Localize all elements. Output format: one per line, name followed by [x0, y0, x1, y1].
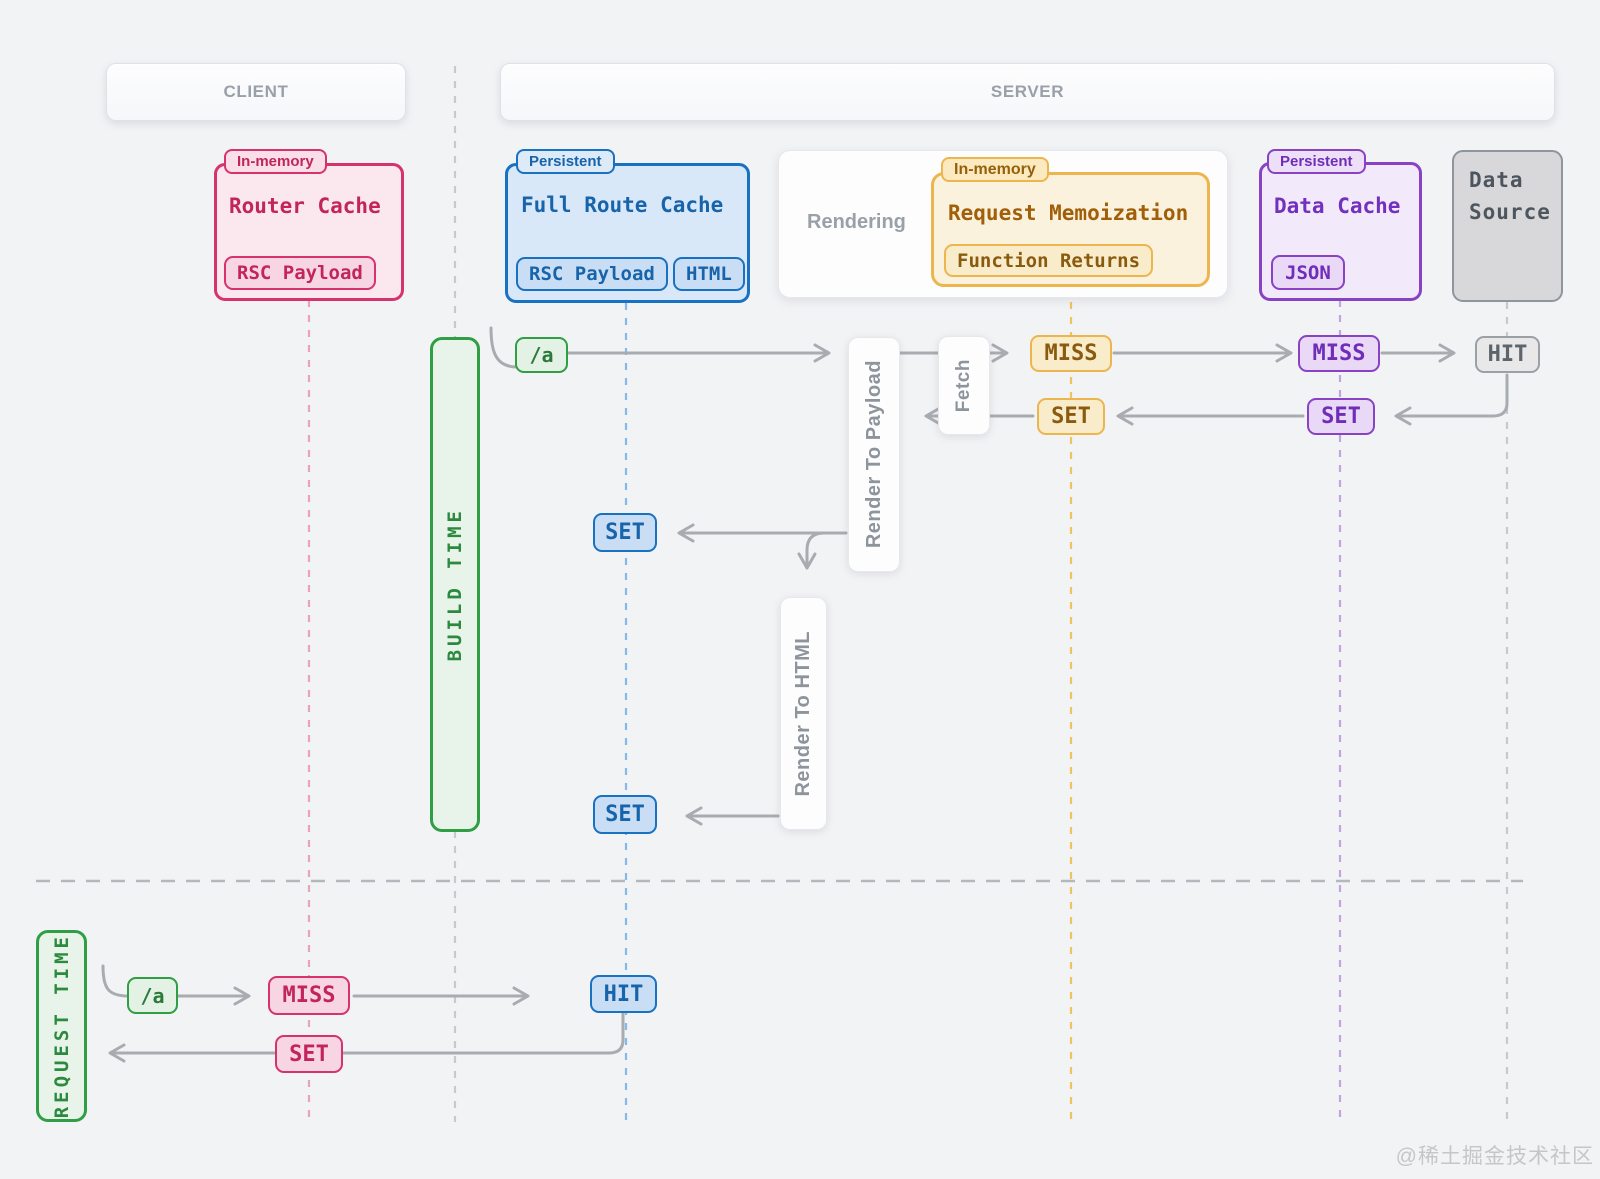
arrow-frc-hit-return — [108, 1012, 625, 1063]
server-header: SERVER — [500, 63, 1555, 121]
arrow-route-to-router-miss — [176, 986, 251, 1006]
router-cache-box: Router Cache RSC Payload — [214, 163, 404, 301]
arrow-buildbar-to-route — [489, 326, 519, 369]
data-source-title-line1: Data — [1469, 168, 1524, 192]
arrow-html-to-set — [685, 806, 780, 826]
rsc-payload-chip: RSC Payload — [224, 256, 376, 290]
miss-chip-memoization: MISS — [1030, 335, 1112, 372]
miss-chip-data-cache: MISS — [1298, 335, 1380, 372]
arrow-route-to-payload — [566, 343, 831, 363]
arrow-requestbar-to-route — [101, 964, 130, 998]
request-time-label: REQUEST TIME — [50, 933, 73, 1119]
data-cache-box: Data Cache JSON — [1259, 162, 1422, 301]
rendering-label: Rendering — [807, 211, 906, 233]
build-time-bar: BUILD TIME — [430, 337, 480, 832]
function-returns-chip: Function Returns — [944, 244, 1154, 277]
arrow-cache-miss-to-hit — [1380, 343, 1456, 363]
render-to-html-label: Render To HTML — [792, 630, 814, 797]
arrow-cache-set-to-memo-set — [1116, 406, 1305, 426]
in-memory-badge: In-memory — [224, 149, 327, 174]
route-chip: /a — [515, 337, 568, 373]
json-chip: JSON — [1271, 255, 1345, 290]
fetch-box: Fetch — [938, 336, 990, 435]
client-header-label: CLIENT — [223, 82, 289, 101]
server-header-label: SERVER — [990, 82, 1065, 101]
render-to-html-box: Render To HTML — [780, 597, 827, 830]
arrow-payload-branch-down — [797, 531, 826, 570]
persistent-badge: Persistent — [1267, 149, 1366, 174]
set-chip-frc-html: SET — [593, 795, 657, 834]
request-memoization-box: Request Memoization Function Returns — [931, 172, 1210, 287]
data-source-title-line2: Source — [1469, 200, 1551, 224]
rsc-payload-chip: RSC Payload — [516, 257, 668, 291]
persistent-badge: Persistent — [516, 149, 615, 174]
miss-chip-router-cache: MISS — [268, 976, 350, 1015]
html-chip: HTML — [673, 257, 745, 291]
fetch-label: Fetch — [953, 358, 974, 413]
hit-chip-full-route-cache: HIT — [590, 975, 657, 1013]
hit-chip-data-source: HIT — [1475, 336, 1540, 373]
arrow-memo-miss-to-cache-miss — [1112, 343, 1293, 363]
set-chip-memoization: SET — [1037, 398, 1105, 435]
build-time-label: BUILD TIME — [444, 507, 466, 662]
full-route-cache-box: Full Route Cache RSC Payload HTML — [505, 163, 750, 303]
route-chip: /a — [127, 977, 178, 1014]
set-chip-router-cache: SET — [275, 1035, 343, 1073]
router-cache-title: Router Cache — [229, 194, 381, 218]
in-memory-badge: In-memory — [941, 157, 1049, 182]
arrow-router-miss-to-frc — [352, 986, 530, 1006]
full-route-cache-title: Full Route Cache — [521, 193, 724, 217]
data-cache-title: Data Cache — [1274, 194, 1401, 218]
data-source-box: Data Source — [1452, 150, 1563, 302]
render-to-payload-box: Render To Payload — [848, 337, 900, 572]
client-header: CLIENT — [106, 63, 406, 121]
request-memoization-title: Request Memoization — [948, 201, 1189, 225]
set-chip-frc-payload: SET — [593, 513, 657, 552]
set-chip-data-cache: SET — [1307, 398, 1375, 435]
watermark: @稀土掘金技术社区 — [1395, 1145, 1594, 1168]
request-time-bar: REQUEST TIME — [36, 930, 87, 1122]
render-to-payload-label: Render To Payload — [862, 360, 885, 549]
arrow-hit-return — [1394, 373, 1509, 426]
